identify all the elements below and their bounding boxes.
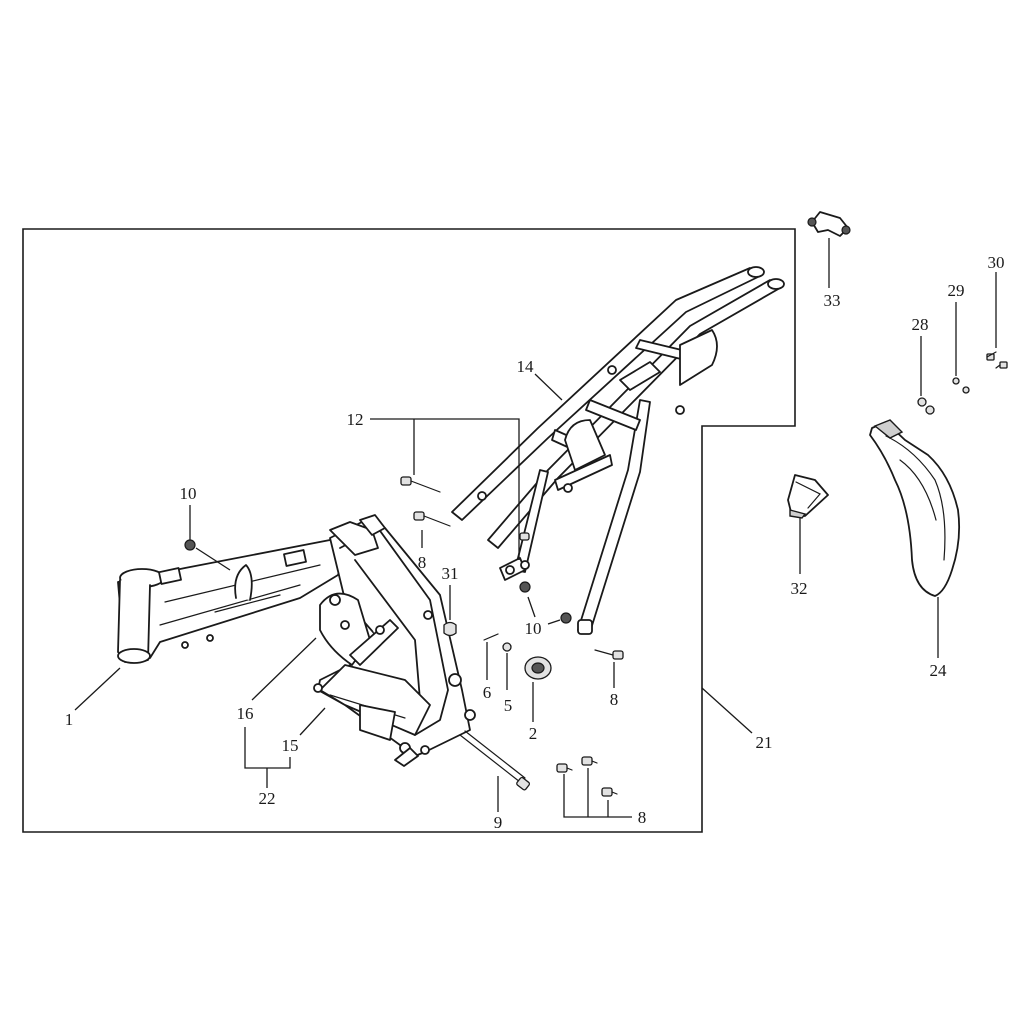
cradle-frame	[313, 514, 476, 767]
leader-line	[547, 619, 561, 625]
long-bolt	[459, 730, 531, 791]
callout-9: 9	[494, 813, 503, 832]
callout-10: 10	[525, 619, 542, 638]
bolt	[556, 763, 573, 773]
callout-8: 8	[418, 553, 427, 572]
callout-14: 14	[517, 357, 535, 376]
nut	[519, 581, 531, 593]
nut	[925, 405, 935, 415]
washer	[962, 386, 970, 394]
callout-1: 1	[65, 710, 74, 729]
small-guard	[787, 474, 829, 519]
callout-8: 8	[638, 808, 647, 827]
leader-line	[701, 687, 753, 734]
bolt	[400, 476, 441, 493]
callout-15: 15	[282, 736, 299, 755]
nut	[917, 397, 927, 407]
leader-line	[534, 373, 563, 401]
roller	[524, 656, 552, 680]
assembly-boundary	[22, 228, 796, 833]
callout-5: 5	[504, 696, 513, 715]
leader-line	[370, 418, 520, 560]
callout-2: 2	[529, 724, 538, 743]
callout-24: 24	[930, 661, 948, 680]
leader-line	[563, 774, 632, 818]
leader-line	[527, 596, 536, 618]
leader-line	[299, 707, 326, 736]
callout-32: 32	[791, 579, 808, 598]
callout-6: 6	[483, 683, 492, 702]
bushing	[443, 621, 457, 637]
leader-line	[74, 667, 121, 711]
callout-33: 33	[824, 291, 841, 310]
callout-8: 8	[610, 690, 619, 709]
callout-31: 31	[442, 564, 459, 583]
callout-30: 30	[988, 253, 1005, 272]
callout-29: 29	[948, 281, 965, 300]
leader-line	[251, 637, 317, 701]
callout-16: 16	[237, 704, 254, 723]
callout-21: 21	[756, 733, 773, 752]
screw	[986, 351, 997, 361]
callout-22: 22	[259, 789, 276, 808]
nut	[560, 612, 572, 624]
rear-mudguard	[869, 419, 961, 597]
bolt	[594, 649, 624, 660]
main-frame	[117, 539, 346, 664]
callout-28: 28	[912, 315, 929, 334]
hanger-bracket	[807, 211, 851, 237]
callout-12: 12	[347, 410, 364, 429]
nut	[184, 539, 196, 551]
screw	[995, 361, 1008, 369]
pin	[483, 633, 499, 641]
rear-subframe	[451, 266, 785, 635]
leader-line	[195, 547, 231, 571]
bolt	[581, 756, 598, 766]
bolt	[413, 511, 451, 527]
washer	[952, 377, 960, 385]
bolt	[601, 787, 618, 797]
bolt	[519, 532, 530, 541]
callout-10: 10	[180, 484, 197, 503]
washer	[502, 642, 512, 652]
